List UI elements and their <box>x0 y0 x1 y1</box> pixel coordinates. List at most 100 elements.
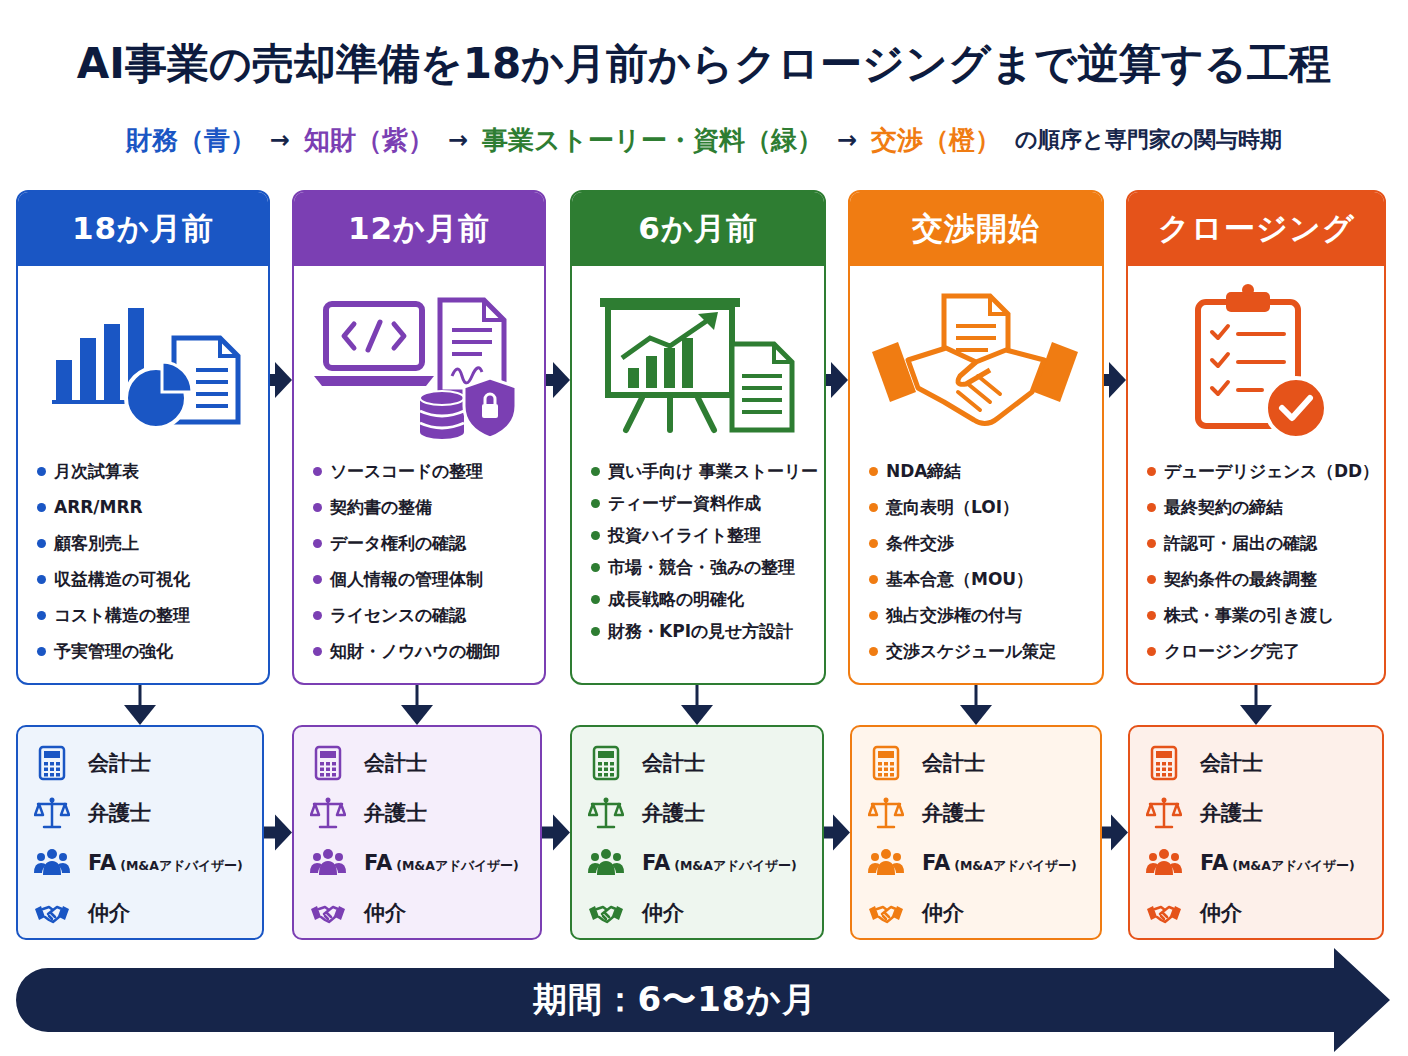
calculator-key <box>878 768 882 772</box>
person-body <box>877 861 895 875</box>
arrow-head <box>681 705 713 725</box>
line <box>742 398 782 402</box>
calculator-key <box>890 768 894 772</box>
expert-note: (M&Aアドバイザー) <box>954 858 1076 873</box>
check <box>1212 326 1228 338</box>
bracket <box>394 324 404 348</box>
bullet-row: 知財・ノウハウの棚卸 <box>294 638 544 664</box>
expert-row: FA (M&Aアドバイザー) <box>852 843 1100 883</box>
flow-arrow <box>124 685 156 725</box>
line <box>956 336 996 340</box>
expert-note: (M&Aアドバイザー) <box>120 858 242 873</box>
flow-arrow <box>1102 815 1128 851</box>
period-text: 期間：6〜18か月 <box>533 977 818 1023</box>
hand-grip <box>1155 907 1174 922</box>
expert-name: 会計士 <box>642 751 705 775</box>
expert-name: FA <box>922 851 950 875</box>
flow-arrow <box>1104 362 1126 398</box>
bullet-row: 契約条件の最終調整 <box>1128 566 1384 592</box>
expert-name: 会計士 <box>922 751 985 775</box>
line <box>1238 332 1284 336</box>
hand-grip <box>319 907 338 922</box>
person-body <box>868 863 880 873</box>
person-head <box>613 853 621 861</box>
expert-name: FA <box>1200 851 1228 875</box>
bullet-dot <box>313 467 322 476</box>
thumb <box>958 362 990 384</box>
person-body <box>588 863 600 873</box>
line <box>742 410 782 414</box>
expert-name: 仲介 <box>642 901 684 925</box>
scale-icon <box>868 795 904 831</box>
flow-arrow <box>264 815 292 851</box>
arrow-head <box>831 362 848 398</box>
expert-text: 弁護士 <box>364 793 427 835</box>
calculator-key <box>610 773 614 777</box>
bullet-text: クロージング完了 <box>1164 638 1384 664</box>
bullet-text: 契約条件の最終調整 <box>1164 566 1384 592</box>
arrow-head <box>833 815 850 851</box>
calculator-key <box>610 768 614 772</box>
bullet-text: 知財・ノウハウの棚卸 <box>330 638 544 664</box>
arrow-head <box>553 362 570 398</box>
signature <box>452 368 482 383</box>
line <box>956 324 996 328</box>
expert-node: 会計士弁護士FA(M&Aアドバイザー)仲介 <box>1128 725 1384 940</box>
done-badge <box>1266 378 1326 438</box>
person-head <box>893 853 901 861</box>
arrow-shaft <box>264 827 276 839</box>
line <box>452 352 482 356</box>
bullet-text: NDA締結 <box>886 458 1102 484</box>
arrow-head <box>401 705 433 725</box>
bullet-text: 顧客別売上 <box>54 530 268 556</box>
expert-name: 会計士 <box>364 751 427 775</box>
arrow-head <box>275 362 292 398</box>
calculator-key <box>56 773 60 777</box>
bullet-dot <box>1147 539 1156 548</box>
bullet-dot <box>313 647 322 656</box>
expert-name: 仲介 <box>88 901 130 925</box>
people-icon <box>868 845 904 881</box>
expert-text: FA(M&Aアドバイザー) <box>642 843 797 886</box>
hand-icon <box>1146 895 1182 931</box>
bullet-dot <box>869 539 878 548</box>
person-body <box>334 863 346 873</box>
bullet-text: 意向表明（LOI） <box>886 494 1102 520</box>
arrow-shaft <box>975 685 978 706</box>
bullet-dot <box>37 575 46 584</box>
line <box>452 340 492 344</box>
person-head <box>59 853 67 861</box>
arrow-shaft <box>270 374 276 386</box>
person-head <box>1159 849 1169 859</box>
bullet-row: コスト構造の整理 <box>18 602 268 628</box>
bar <box>80 338 96 400</box>
bullet-text: ライセンスの確認 <box>330 602 544 628</box>
hand-icon <box>588 895 624 931</box>
calculator-key <box>56 762 60 766</box>
arrow-shaft <box>542 827 554 839</box>
bullet-row: クロージング完了 <box>1128 638 1384 664</box>
arrow-shaft <box>1104 374 1110 386</box>
subtitle-row: 財務（青）→知財（紫）→事業ストーリー・資料（緑）→交渉（橙）の順序と専門家の関… <box>0 118 1408 162</box>
person-head <box>47 849 57 859</box>
bullet-dot <box>591 627 600 636</box>
calculator-key <box>44 773 48 777</box>
pie-slice <box>162 362 192 392</box>
bullet-text: 投資ハイライト整理 <box>608 522 824 548</box>
hand-grip <box>877 907 896 922</box>
calc-icon <box>310 745 346 781</box>
done-check <box>1282 398 1310 418</box>
bullet-text: 月次試算表 <box>54 458 268 484</box>
calculator-body <box>594 747 618 779</box>
database-rings <box>420 411 464 428</box>
bullet-text: ARR/MRR <box>54 494 268 520</box>
bullet-text: 独占交渉権の付与 <box>886 602 1102 628</box>
stage-heading: 交渉開始 <box>850 192 1102 266</box>
scale-top <box>884 798 889 803</box>
person-head <box>881 849 891 859</box>
bullet-dot <box>313 575 322 584</box>
subtitle-text: 知財（紫） <box>304 123 434 158</box>
bullet-row: 契約書の整備 <box>294 494 544 520</box>
stage-node: 12か月前ソースコードの整理契約書の整備データ権利の確認個人情報の管理体制ライセ… <box>292 190 546 685</box>
bullet-text: 財務・KPIの見せ方設計 <box>608 618 824 644</box>
